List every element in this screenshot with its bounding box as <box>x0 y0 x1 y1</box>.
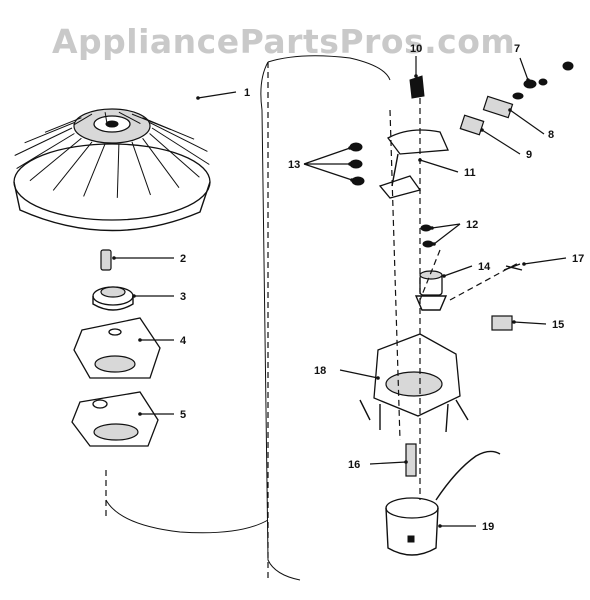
leader-arrowhead-12 <box>432 242 436 246</box>
callout-1: 1 <box>244 87 250 99</box>
fan-blade <box>44 117 82 133</box>
leader-arrowhead-3 <box>132 294 136 298</box>
fan-blade <box>52 141 93 191</box>
callout-9: 9 <box>526 149 532 161</box>
leader-arrowhead-14 <box>442 274 446 278</box>
leader-line-16 <box>369 461 407 465</box>
callout-3: 3 <box>180 291 186 303</box>
leader-arrowhead-7 <box>526 78 530 82</box>
callout-5: 5 <box>180 409 186 421</box>
housing-dashed-edge <box>105 62 269 580</box>
part-block-9 <box>459 114 485 136</box>
part-screws-13 <box>349 142 365 186</box>
part-motor <box>385 450 501 556</box>
fan-blade <box>116 143 120 198</box>
fan-blade <box>149 122 208 152</box>
part-pad <box>491 315 513 331</box>
leader-arrowhead-11 <box>418 158 422 162</box>
leader-line-7 <box>519 57 529 81</box>
part-bracket <box>378 129 449 199</box>
leader-line-15 <box>513 321 547 325</box>
part-relay <box>414 270 448 311</box>
callout-10: 10 <box>410 43 422 55</box>
leader-arrowhead-19 <box>438 524 442 528</box>
part-plate-upper <box>73 317 161 379</box>
leader-arrowhead-5 <box>138 412 142 416</box>
callout-4: 4 <box>180 335 187 347</box>
watermark-logo: AppliancePartsPros.com <box>52 22 516 61</box>
callout-11: 11 <box>464 167 476 179</box>
leader-arrowhead-15 <box>512 320 516 324</box>
leader-line-11 <box>419 159 459 173</box>
leader-line-1 <box>197 91 237 99</box>
callout-7: 7 <box>514 43 520 55</box>
leader-arrowhead-16 <box>404 460 408 464</box>
assembly-dashed-lines <box>389 98 521 500</box>
leader-line-14 <box>443 265 473 277</box>
fan-blade <box>83 143 106 197</box>
part-shaft <box>405 443 417 477</box>
fan-blade <box>142 117 195 140</box>
fan-blade <box>14 127 73 156</box>
leader-line-9 <box>481 129 521 155</box>
leader-line-12 <box>433 223 461 245</box>
leader-arrowhead-4 <box>138 338 142 342</box>
callout-8: 8 <box>548 129 554 141</box>
fan-blade <box>104 112 108 123</box>
fan-blade <box>131 141 151 196</box>
callout-19: 19 <box>482 521 494 533</box>
part-block-8 <box>482 95 514 119</box>
fan-blade <box>149 133 200 178</box>
part-pin <box>409 75 425 99</box>
leader-line-8 <box>509 109 545 135</box>
fan-blade <box>142 138 180 188</box>
callout-12: 12 <box>466 219 478 231</box>
leader-arrowhead-13 <box>348 146 352 150</box>
callout-17: 17 <box>572 253 584 265</box>
fan-blade <box>24 122 75 144</box>
callout-15: 15 <box>552 319 564 331</box>
leader-arrowhead-17 <box>522 262 526 266</box>
fan-blade <box>151 127 210 165</box>
leader-arrowhead-12 <box>430 226 434 230</box>
part-bushing <box>92 286 134 311</box>
leader-line-13 <box>303 147 351 165</box>
fan-blade <box>16 133 75 170</box>
callout-18: 18 <box>314 365 326 377</box>
callout-14: 14 <box>478 261 491 273</box>
callout-2: 2 <box>180 253 186 265</box>
fan-blade <box>118 111 141 125</box>
leader-arrowhead-8 <box>508 108 512 112</box>
part-screws-washers <box>512 61 574 100</box>
housing-cylinder-outline <box>105 55 391 581</box>
part-motor-mount <box>359 333 469 433</box>
leader-line-17 <box>523 257 567 265</box>
part-fan <box>13 108 211 232</box>
callout-13: 13 <box>288 159 300 171</box>
leader-arrowhead-13 <box>350 178 354 182</box>
part-stud <box>100 249 112 271</box>
fan-blade <box>29 137 82 182</box>
leader-arrowhead-13 <box>348 162 352 166</box>
callout-16: 16 <box>348 459 360 471</box>
leader-arrowhead-18 <box>376 376 380 380</box>
leader-arrowhead-9 <box>480 128 484 132</box>
fan-blade <box>73 113 93 126</box>
leader-arrowhead-10 <box>414 74 418 78</box>
part-plate-lower <box>71 391 159 447</box>
leader-line-13 <box>303 163 353 181</box>
leader-arrowhead-1 <box>196 96 200 100</box>
leader-line-12 <box>431 223 461 229</box>
leader-arrowhead-2 <box>112 256 116 260</box>
leader-line-18 <box>339 369 379 379</box>
